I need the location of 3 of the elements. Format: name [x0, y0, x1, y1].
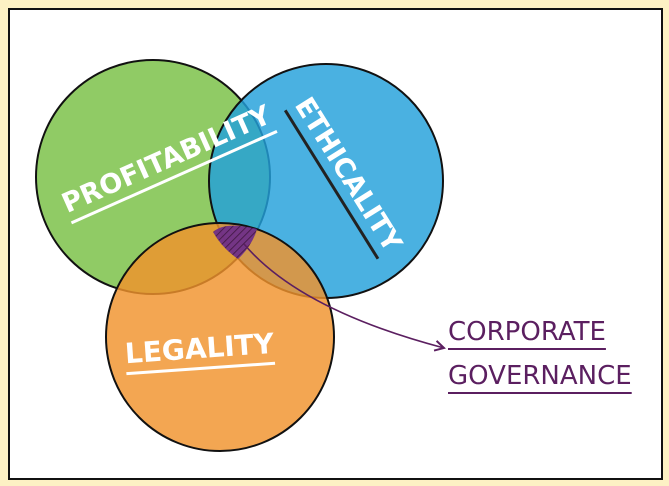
- leader-arrow: [243, 243, 445, 352]
- hatched-region: [213, 226, 257, 259]
- annotation-text: CORPORATE GOVERNANCE: [448, 316, 633, 394]
